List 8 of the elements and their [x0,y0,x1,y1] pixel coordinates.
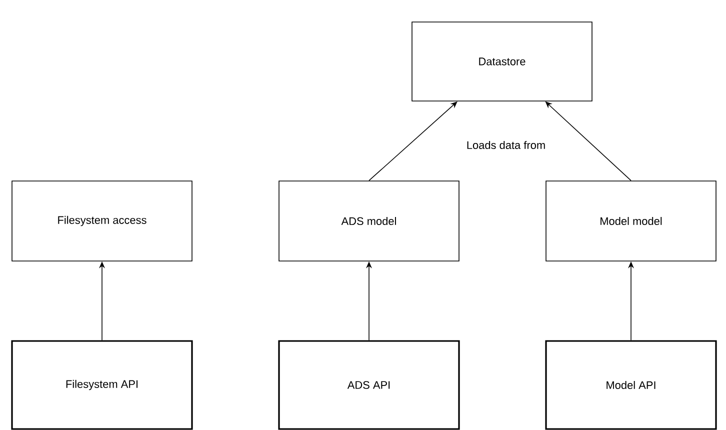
process-box: Filesystem access [12,180,192,262]
process-box: ADS model [278,180,460,262]
note-text: Loads data from [465,140,547,150]
thick-box: Filesystem API [11,340,193,430]
process-box: Datastore [412,22,592,102]
process-box: Model model [546,180,716,262]
thick-box: Model API [545,340,717,430]
thick-box: ADS API [278,340,460,430]
